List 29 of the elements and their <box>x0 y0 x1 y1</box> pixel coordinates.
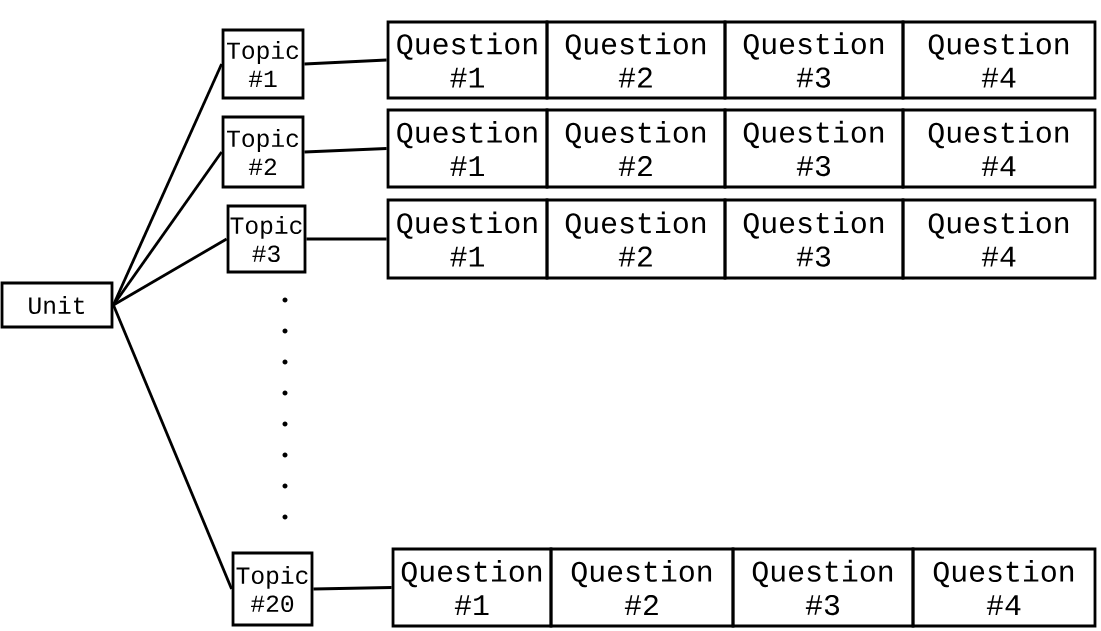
question-cell: Question #1 <box>391 547 553 628</box>
connector-line <box>112 63 223 306</box>
question-cell: Question #3 <box>723 198 905 280</box>
unit-box: Unit <box>0 281 114 329</box>
topic-box: Topic #3 <box>226 204 307 274</box>
connector-line <box>306 237 387 241</box>
question-cell: Question #4 <box>901 108 1097 189</box>
question-cell: Question #2 <box>545 198 727 280</box>
question-cell: Question #1 <box>386 198 549 280</box>
connector-line <box>112 237 228 307</box>
topic-box: Topic #1 <box>221 28 305 100</box>
question-cell: Question #3 <box>723 108 905 189</box>
topic-box: Topic #20 <box>231 551 314 627</box>
question-cell: Question #4 <box>911 547 1097 628</box>
connector-line <box>304 147 387 154</box>
question-cell: Question #3 <box>731 547 915 628</box>
question-cell: Question #2 <box>545 108 727 189</box>
question-cell: Question #1 <box>386 108 549 189</box>
question-cell: Question #2 <box>545 20 727 100</box>
question-cell: Question #4 <box>901 198 1097 280</box>
connector-line <box>112 304 233 590</box>
question-cell: Question #1 <box>386 20 549 100</box>
question-cell: Question #3 <box>723 20 905 100</box>
connector-line <box>313 586 392 591</box>
topic-box: Topic #2 <box>221 115 305 189</box>
question-cell: Question #4 <box>901 20 1097 100</box>
connector-line <box>304 58 387 66</box>
connector-line <box>112 151 223 306</box>
question-cell: Question #2 <box>549 547 735 628</box>
